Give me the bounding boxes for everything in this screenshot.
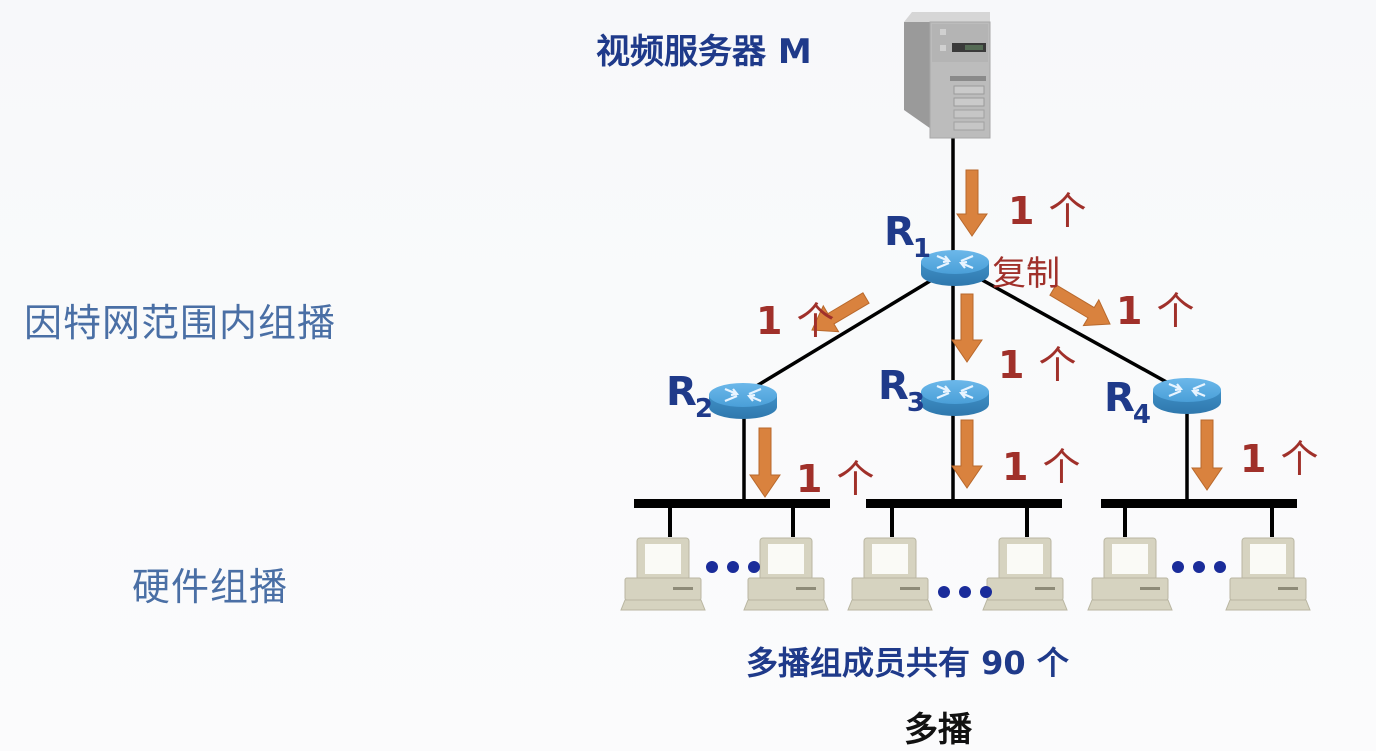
hardware-multicast-label: 硬件组播 (132, 565, 289, 609)
server-label: 视频服务器 M (596, 32, 812, 72)
copy-label: 复制 (992, 254, 1060, 294)
ellipsis-icon (1172, 561, 1226, 573)
lan-bus-r4 (1101, 499, 1297, 508)
figure-caption: 多播 (904, 710, 972, 750)
router-icon (921, 380, 989, 416)
ellipsis-icon (938, 586, 992, 598)
ellipses (706, 561, 1226, 598)
lan-bus-r3 (866, 499, 1062, 508)
internet-multicast-label: 因特网范围内组播 (24, 301, 337, 345)
router-label-r4: R4 (1104, 375, 1151, 430)
link-r1-r2 (744, 276, 936, 395)
router-label-r2: R2 (666, 369, 713, 424)
router-icon (1153, 378, 1221, 414)
ellipsis-icon (706, 561, 760, 573)
host-computer-icon (743, 537, 829, 611)
host-computer-icon (620, 537, 706, 611)
server-tower-icon (904, 12, 991, 139)
router-label-r3: R3 (878, 363, 925, 418)
members-count-text: 多播组成员共有 90 个 (746, 644, 1069, 682)
lan-bus-r2 (634, 499, 830, 508)
arrow-icon (749, 427, 781, 498)
router-icon (709, 383, 777, 419)
arrow-icon (951, 419, 983, 489)
router-label-r1: R1 (884, 209, 931, 264)
lan-buses (634, 499, 1297, 508)
arrow-icon (811, 292, 870, 333)
host-drops (668, 506, 1274, 537)
arrow-icon (951, 293, 983, 363)
host-computer-icon (1087, 537, 1173, 611)
arrow-icon (1191, 419, 1223, 491)
host-computer-icon (847, 537, 933, 611)
hosts (620, 537, 1311, 611)
link-r1-r4 (974, 274, 1171, 386)
links (742, 135, 1189, 502)
host-computer-icon (982, 537, 1068, 611)
host-computer-icon (1225, 537, 1311, 611)
arrow-icon (956, 169, 988, 237)
router-icon (921, 250, 989, 286)
arrow-icon (1049, 284, 1111, 327)
